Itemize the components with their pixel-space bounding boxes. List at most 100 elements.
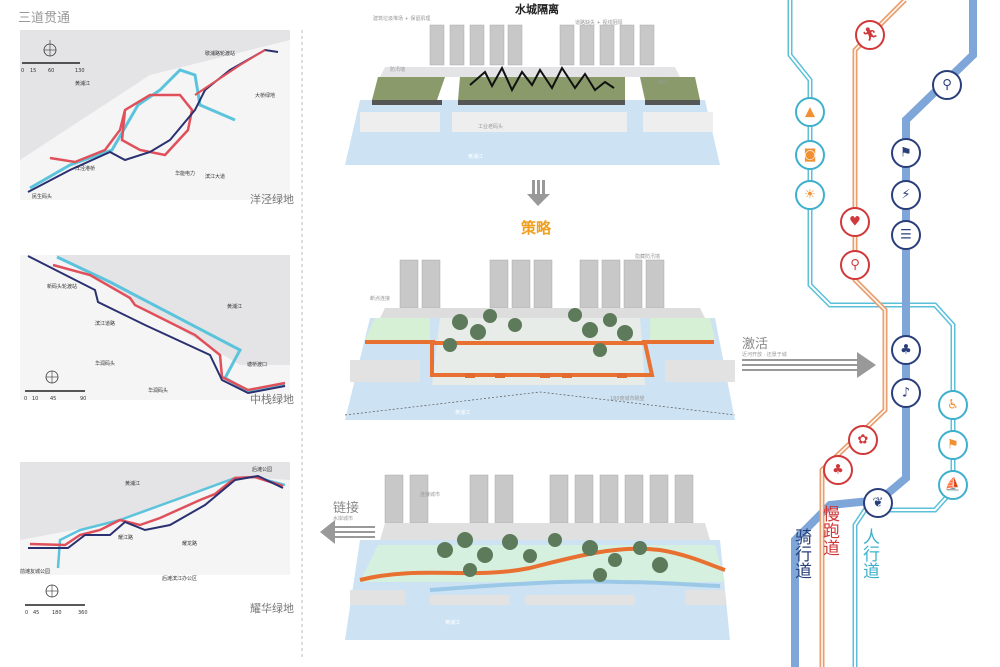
- map-label: 后滩公园: [252, 466, 272, 473]
- scale-label: 0: [21, 68, 24, 74]
- diagram-title: 水城隔离: [515, 2, 559, 16]
- scale-label: 130: [75, 68, 85, 74]
- tree-icon: ♣: [891, 335, 921, 365]
- scale-label: 180: [52, 610, 62, 616]
- scale-label: 15: [30, 68, 36, 74]
- map-label: 洋泾港桥: [75, 165, 95, 172]
- trees: [437, 532, 668, 582]
- camera-glyph: ◙: [804, 148, 817, 163]
- jogger-glyph: ⚑: [900, 146, 912, 161]
- barrier-line: [469, 65, 615, 93]
- ride-route: [27, 255, 286, 395]
- flower-icon: ✿: [848, 425, 878, 455]
- buildings: [384, 474, 694, 524]
- activate-title: 激活: [742, 337, 768, 352]
- map-zhongzhan: 0 10 45 90 新码头轮渡站 黄浦江 滨江道路 华润码头 华润码头 塘桥渡…: [20, 255, 294, 406]
- tree-glyph: ♣: [900, 343, 912, 358]
- camera-icon: ◙: [795, 140, 825, 170]
- activate-arrow-icon: [742, 352, 876, 378]
- link-subtitle: 水岸城市: [333, 515, 353, 522]
- mountain-icon: ▲: [795, 97, 825, 127]
- map-label: 塘桥渡口: [247, 361, 267, 368]
- leaf-glyph: ❦: [873, 496, 884, 511]
- hiker-glyph: ⚑: [947, 438, 959, 453]
- people-glyph: ♥: [849, 215, 861, 230]
- boat-icon: ⛵: [938, 470, 968, 500]
- map-label: 滨江道路: [95, 320, 115, 327]
- walk-line-label: 人行道: [859, 528, 880, 579]
- tree-icon: ♣: [823, 455, 853, 485]
- note-label: 连接城市: [420, 491, 440, 498]
- note-label: 工业老码头: [478, 123, 503, 130]
- jogger-icon: ⚑: [891, 138, 921, 168]
- wheelchair-icon: ♿: [938, 390, 968, 420]
- note-label: 新绿: [658, 79, 668, 86]
- people-icon: ♥: [840, 207, 870, 237]
- view-line: [344, 391, 736, 416]
- scale-label: 10: [32, 396, 38, 402]
- ride-route: [28, 474, 284, 549]
- link-arrow-icon: [320, 520, 375, 544]
- map-label: 新码头轮渡站: [47, 283, 77, 290]
- map-label: 耀龙路: [182, 540, 197, 547]
- map-label: 华润码头: [148, 387, 168, 394]
- map-title: 耀华绿地: [250, 601, 294, 615]
- note-label: 180度城市眺望: [610, 395, 645, 402]
- down-arrow-icon: [527, 180, 550, 206]
- note-label: 建筑垃圾堆场 + 保留肌理: [373, 15, 430, 22]
- diagram-water-city-isolation: 水城隔离 建筑垃圾堆场 + 保留肌理 道路缺失 + 视线阻隔 防汛墙 新绿 工业…: [345, 2, 720, 165]
- river-label: 黄浦江: [445, 619, 460, 626]
- bird-icon: ♪: [891, 378, 921, 408]
- benches: [465, 373, 627, 378]
- note-label: 隐藏防汛墙: [635, 253, 660, 260]
- section-heading: 三道贯通: [18, 11, 70, 26]
- diagram-link: 连接城市 黄浦江: [345, 474, 730, 640]
- map-yaohua: 0 45 180 360 黄浦江 后滩公园 耀江路 耀龙路 前滩友城公园 后滩滨…: [20, 462, 294, 616]
- skater-glyph: ⚡: [901, 188, 910, 203]
- diagram-activate: 断点连接 隐藏防汛墙 180度城市眺望 黄浦江: [344, 253, 736, 420]
- note-label: 断点连接: [370, 295, 390, 302]
- activate-subtitle: 近河开放 · 还景于城: [742, 351, 787, 358]
- sun-icon: ☀: [795, 180, 825, 210]
- cyclist-glyph: ⚲: [850, 258, 860, 273]
- note-label: 防汛墙: [390, 66, 405, 73]
- link-title: 链接: [333, 500, 359, 516]
- jog-route: [52, 263, 286, 392]
- flower-glyph: ✿: [858, 433, 869, 448]
- runner-icon: 🏃︎: [855, 20, 885, 50]
- scale-label: 90: [80, 396, 86, 402]
- ride-line: [791, 0, 977, 667]
- river-label: 黄浦江: [468, 153, 483, 160]
- scale-label: 360: [78, 610, 88, 616]
- map-label: 后滩滨江办公区: [162, 575, 197, 582]
- bike-icon: ⚲: [932, 70, 962, 100]
- mountain-glyph: ▲: [805, 105, 815, 120]
- map-label: 华润码头: [95, 360, 115, 367]
- bike-glyph: ⚲: [942, 78, 952, 93]
- ride-line-label: 骑行道: [791, 528, 812, 579]
- boat-glyph: ⛵: [945, 477, 961, 493]
- jog-route: [29, 475, 284, 547]
- bench-icon: ☰: [891, 220, 921, 250]
- compass-icon: [45, 370, 59, 384]
- buildings: [399, 259, 665, 309]
- map-label: 黄浦江: [75, 80, 90, 87]
- map-label: 滨江大道: [205, 173, 225, 180]
- jog-line-label: 慢跑道: [819, 504, 840, 556]
- bird-glyph: ♪: [902, 386, 910, 401]
- wheelchair-glyph: ♿: [947, 398, 959, 413]
- map-label: 歇浦路轮渡站: [205, 50, 235, 57]
- map-label: 大桥绿地: [255, 92, 275, 99]
- hiker-icon: ⚑: [938, 430, 968, 460]
- map-yangjing: 0 15 60 130 黄浦江 歇浦路轮渡站 大桥绿地 洋泾港桥 华能电力 滨江…: [20, 30, 294, 206]
- skater-icon: ⚡: [891, 180, 921, 210]
- scale-label: 0: [24, 396, 27, 402]
- map-label: 民生码头: [32, 193, 52, 200]
- bench-glyph: ☰: [900, 228, 912, 243]
- map-label: 耀江路: [118, 534, 133, 541]
- map-label: 黄浦江: [125, 480, 140, 487]
- map-label: 前滩友城公园: [20, 568, 50, 575]
- tree-glyph: ♣: [832, 463, 844, 478]
- leaf-icon: ❦: [863, 488, 893, 518]
